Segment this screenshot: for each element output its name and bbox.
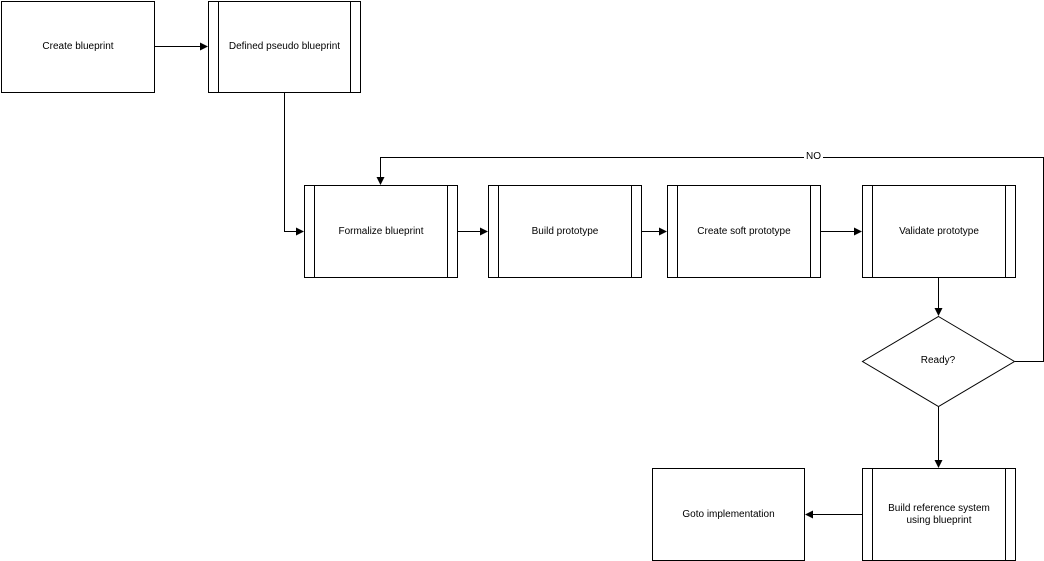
create-blueprint-box bbox=[1, 1, 155, 93]
edge-defined-to-formalize bbox=[284, 93, 304, 236]
ready-decision-diamond bbox=[861, 315, 1016, 408]
defined-pseudo-blueprint-box bbox=[208, 1, 361, 93]
create-soft-prototype-label: Create soft prototype bbox=[697, 225, 791, 237]
build-reference-system-box bbox=[862, 468, 1016, 561]
build-prototype-label: Build prototype bbox=[531, 225, 599, 237]
validate-prototype-label: Validate prototype bbox=[899, 225, 979, 237]
formalize-blueprint-box bbox=[304, 185, 458, 278]
edge-create-to-defined bbox=[155, 42, 208, 51]
defined-pseudo-blueprint-label: Defined pseudo blueprint bbox=[228, 41, 341, 52]
build-reference-system-label: Build reference system using blueprint bbox=[888, 502, 990, 526]
create-soft-prototype-box bbox=[667, 185, 821, 278]
goto-implementation-label: Goto implementation bbox=[682, 508, 775, 520]
edge-ready-to-reference bbox=[934, 407, 943, 468]
validate-prototype-box bbox=[862, 185, 1016, 278]
create-blueprint-label: Create blueprint bbox=[42, 41, 114, 52]
no-edge-label: NO bbox=[804, 151, 823, 163]
edge-build-to-soft bbox=[642, 227, 667, 236]
edge-soft-to-validate bbox=[821, 227, 862, 236]
ready-decision-label: Ready? bbox=[920, 355, 956, 366]
build-prototype-box bbox=[488, 185, 642, 278]
goto-implementation-box bbox=[652, 468, 805, 561]
edge-formalize-to-build bbox=[458, 227, 488, 236]
edge-reference-to-goto bbox=[805, 510, 862, 519]
formalize-blueprint-label: Formalize blueprint bbox=[338, 225, 424, 237]
edge-validate-to-ready bbox=[934, 278, 943, 316]
